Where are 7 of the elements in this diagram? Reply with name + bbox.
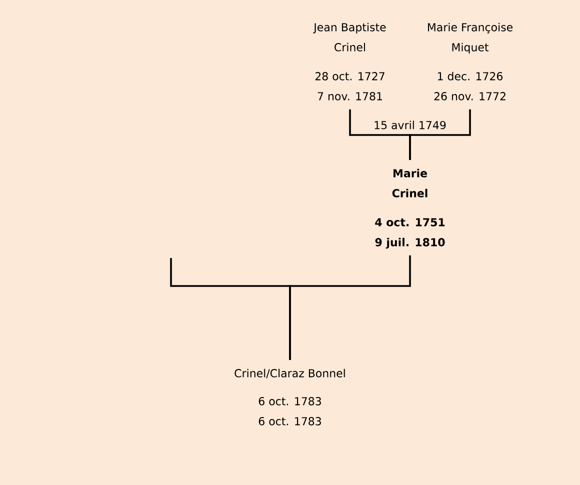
- connector-line: [409, 109, 471, 160]
- person-entry: Jean Baptiste Crinel 28 oct. 1727 7 nov. 1781: [313, 22, 386, 100]
- connector-line: [170, 258, 291, 360]
- person-entry: Marie Françoise Miquet 1 dec. 1726 26 nov. 1772: [428, 22, 513, 100]
- person-entry: Marie Crinel 4 oct. 1751 9 juil. 1810: [375, 168, 445, 249]
- person-entry: Crinel/Claraz Bonnel 6 oct. 1783 6 oct. 1783: [234, 368, 345, 426]
- edge-label: 15 avril 1749: [372, 120, 448, 130]
